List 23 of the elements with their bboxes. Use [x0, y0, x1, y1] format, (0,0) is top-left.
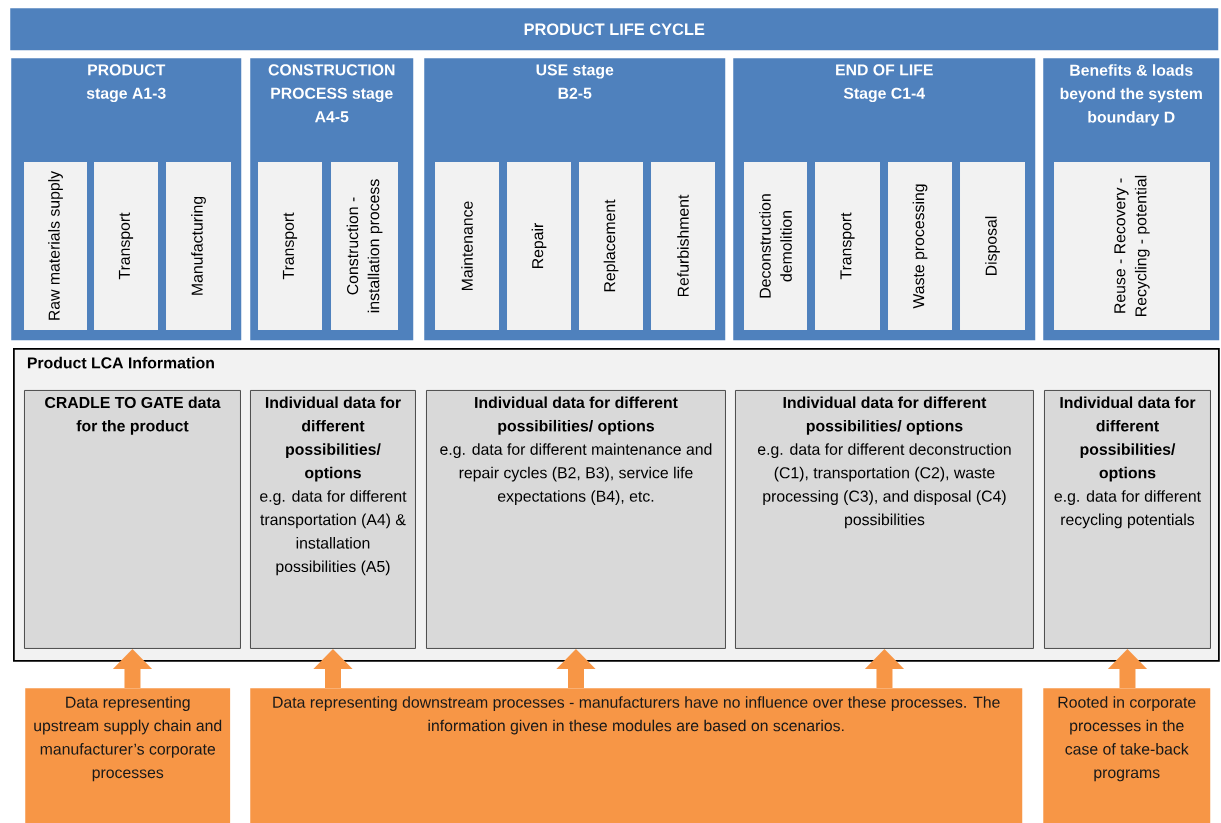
module-box: Transport	[94, 162, 158, 330]
data-box: Individual data for different possibilities/ options e.g. data for different deconstruction (C1), transportation (C2), waste processing (C3), and disposal (C4) possibilities	[735, 390, 1034, 649]
note-box: Data representing downstream processes - manufacturers have no influence over these processes. The information given in these modules are based on scenarios.	[250, 688, 1023, 823]
module-box: Construction - installation process	[331, 162, 398, 330]
note-box: Data representing upstream supply chain and manufacturer’s corporate processes	[25, 688, 231, 823]
module-box: Deconstruction demolition	[744, 162, 807, 330]
module-box: Reuse - Recovery - Recycling - potential	[1054, 162, 1210, 330]
module-box: Refurbishment	[651, 162, 715, 330]
title-band: PRODUCT LIFE CYCLE	[10, 8, 1219, 51]
module-box: Manufacturing	[166, 162, 231, 330]
module-box: Raw materials supply	[24, 162, 87, 330]
data-box: Individual data for different possibilities/ options e.g. data for different maintenance and repair cycles (B2, B3), service life expectations (B4), etc.	[426, 390, 726, 649]
data-box: Individual data for different possibilities/ options e.g. data for different transportation (A4) & installation possibilities (A5)	[250, 390, 416, 649]
module-box: Replacement	[579, 162, 643, 330]
data-box: CRADLE TO GATE data for the product	[24, 390, 241, 649]
note-box: Rooted in corporate processes in the case of take-back programs	[1043, 688, 1211, 823]
module-box: Disposal	[960, 162, 1025, 330]
module-box: Maintenance	[435, 162, 499, 330]
data-box: Individual data for different possibilities/ options e.g. data for different recycling potentials	[1044, 390, 1211, 649]
module-box: Waste processing	[888, 162, 952, 330]
module-box: Transport	[815, 162, 880, 330]
module-box: Repair	[507, 162, 571, 330]
module-box: Transport	[258, 162, 322, 330]
